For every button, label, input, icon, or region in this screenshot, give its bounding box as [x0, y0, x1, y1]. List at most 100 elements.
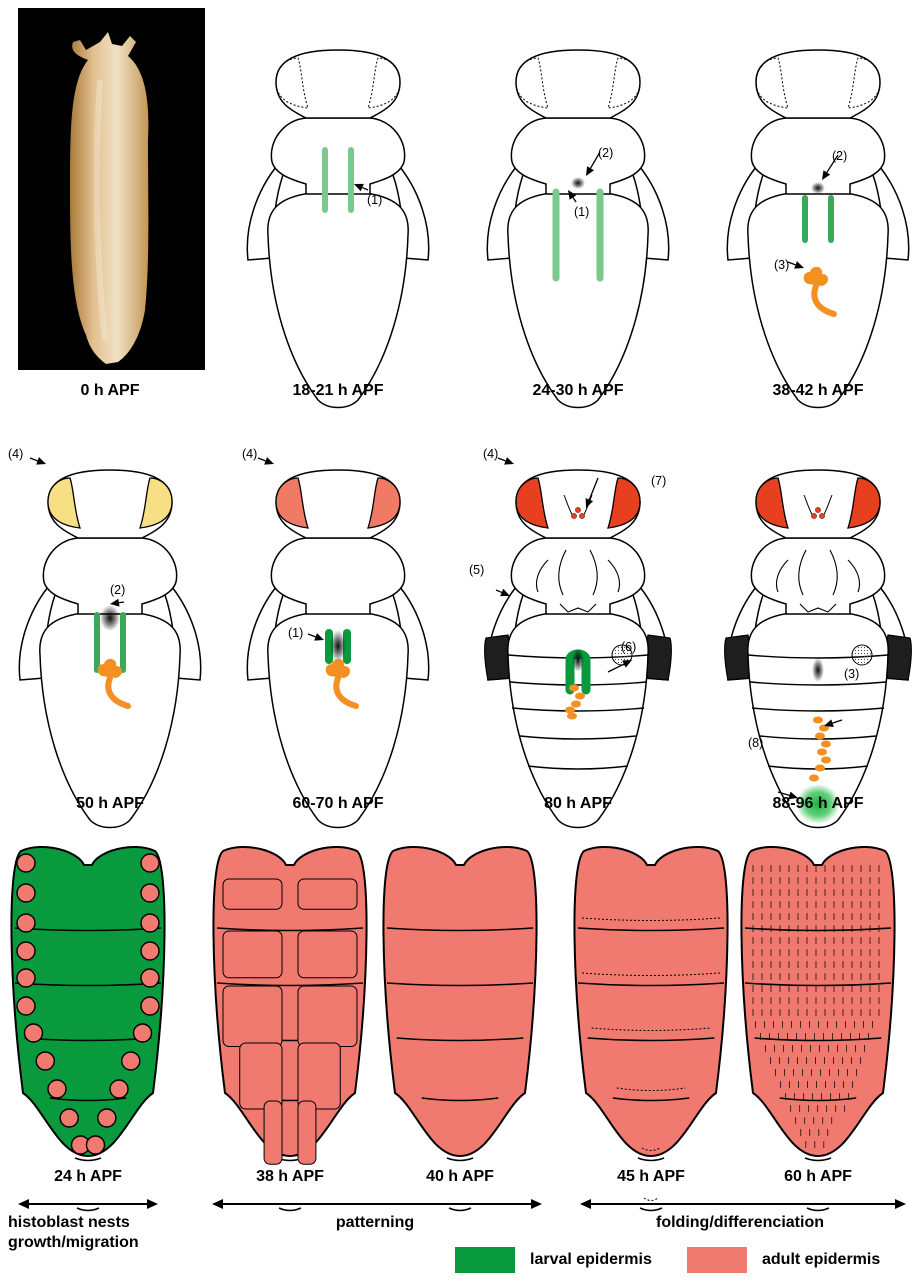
dorsal-closure-spot — [811, 182, 825, 194]
pointer-line — [30, 458, 38, 461]
orange-chain-bead — [565, 707, 575, 714]
phase-arrowhead-right — [531, 1199, 542, 1209]
phase-arrowhead-right — [895, 1199, 906, 1209]
histoblast-nest — [36, 1052, 54, 1070]
adult-plate — [298, 931, 357, 978]
abdomen-patterning — [213, 847, 366, 1211]
histoblast-nest — [17, 969, 35, 987]
histoblast-nest — [141, 884, 159, 902]
orange-chain-bead — [815, 765, 825, 772]
adult-plate — [298, 879, 357, 909]
phase-label-growth: growth/migration — [8, 1234, 139, 1252]
annotation-4: (4) — [242, 447, 257, 461]
pointer-line — [119, 602, 124, 603]
adult-plate — [298, 986, 357, 1047]
fold-line — [644, 1198, 658, 1201]
histoblast-nest — [17, 914, 35, 932]
fly-80 — [485, 457, 672, 827]
abdomen-stage-label: 45 h APF — [617, 1168, 685, 1186]
phase-arrow — [212, 1199, 542, 1209]
phase-label-patterning: patterning — [336, 1214, 414, 1232]
stage-label: 88-96 h APF — [773, 795, 864, 813]
histoblast-nest — [17, 884, 35, 902]
annotation-2: (2) — [832, 149, 847, 163]
orange-chain-bead — [567, 713, 577, 720]
segment-line — [638, 1158, 664, 1161]
legend-swatch-larval — [455, 1247, 515, 1273]
pointer-arrowhead — [36, 457, 46, 464]
histoblast-nest — [110, 1080, 128, 1098]
adult-plate — [298, 1043, 340, 1109]
stage-label: 24-30 h APF — [533, 382, 624, 400]
annotation-2: (2) — [110, 583, 125, 597]
legend-label-larval: larval epidermis — [530, 1251, 652, 1269]
orange-chain-bead — [571, 701, 581, 708]
phase-arrowhead-right — [147, 1199, 158, 1209]
abdomen-hairs — [741, 847, 894, 1211]
histoblast-nest — [134, 1024, 152, 1042]
abdomen-folding — [574, 847, 727, 1211]
histoblast-nest — [141, 914, 159, 932]
phase-arrowhead-left — [580, 1199, 591, 1209]
adult-plate — [223, 879, 282, 909]
phase-arrowhead-left — [212, 1199, 223, 1209]
segment-line — [449, 1208, 471, 1211]
histoblast-nest — [122, 1052, 140, 1070]
segment-line — [807, 1208, 829, 1211]
segment-line — [640, 1208, 662, 1211]
phase-label-nests: histoblast nests — [8, 1214, 130, 1232]
histoblast-nest — [98, 1109, 116, 1127]
fly-24-30 — [487, 50, 668, 408]
orange-chain-bead — [813, 717, 823, 724]
histoblast-nest — [141, 997, 159, 1015]
stage-label: 38-42 h APF — [773, 382, 864, 400]
annotation-1: (1) — [574, 205, 589, 219]
orange-chain-bead — [815, 733, 825, 740]
pointer-line — [496, 590, 502, 592]
fly-88-96 — [725, 470, 912, 828]
histoblast-nest — [141, 969, 159, 987]
fly-60-70 — [247, 457, 428, 827]
histoblast-nest — [141, 854, 159, 872]
annotation-8: (8) — [748, 736, 763, 750]
pointer-arrowhead — [504, 457, 514, 464]
orange-chain-bead — [569, 685, 579, 692]
abdomen-schematics — [11, 847, 894, 1211]
abdomen-shape — [383, 847, 536, 1156]
phase-arrows — [18, 1199, 906, 1209]
thorax-outline — [271, 538, 404, 614]
head-outline — [516, 50, 640, 118]
segment-line — [279, 1208, 301, 1211]
thorax-outline — [43, 538, 176, 614]
ocellus — [575, 507, 580, 512]
abdomen-shape — [574, 847, 727, 1156]
segment-line — [75, 1158, 101, 1161]
legend-swatch-adult — [687, 1247, 747, 1273]
orange-chain-bead — [821, 757, 831, 764]
fly-50 — [19, 457, 200, 827]
ocellus — [579, 513, 584, 518]
abdomen-adult — [383, 847, 536, 1211]
orange-chain-bead — [817, 749, 827, 756]
ocellus — [815, 507, 820, 512]
histoblast-nest — [86, 1136, 104, 1154]
abdomen-outline — [508, 192, 648, 408]
adult-plate — [298, 1101, 316, 1164]
phase-arrow — [580, 1199, 906, 1209]
stage-label: 0 h APF — [81, 382, 140, 400]
thorax-outline — [271, 118, 404, 194]
histoblast-nest — [48, 1080, 66, 1098]
ocellus — [811, 513, 816, 518]
annotation-1: (1) — [288, 626, 303, 640]
dorsal-closure-spot — [571, 177, 585, 189]
segment-line — [805, 1158, 831, 1161]
pointer-line — [498, 458, 506, 461]
ocellus — [819, 513, 824, 518]
abdomen-stage-label: 60 h APF — [784, 1168, 852, 1186]
histoblast-nest — [17, 942, 35, 960]
annotation-2: (2) — [598, 146, 613, 160]
pointer-line — [258, 458, 266, 461]
annotation-7: (7) — [651, 474, 666, 488]
annotation-4: (4) — [8, 447, 23, 461]
